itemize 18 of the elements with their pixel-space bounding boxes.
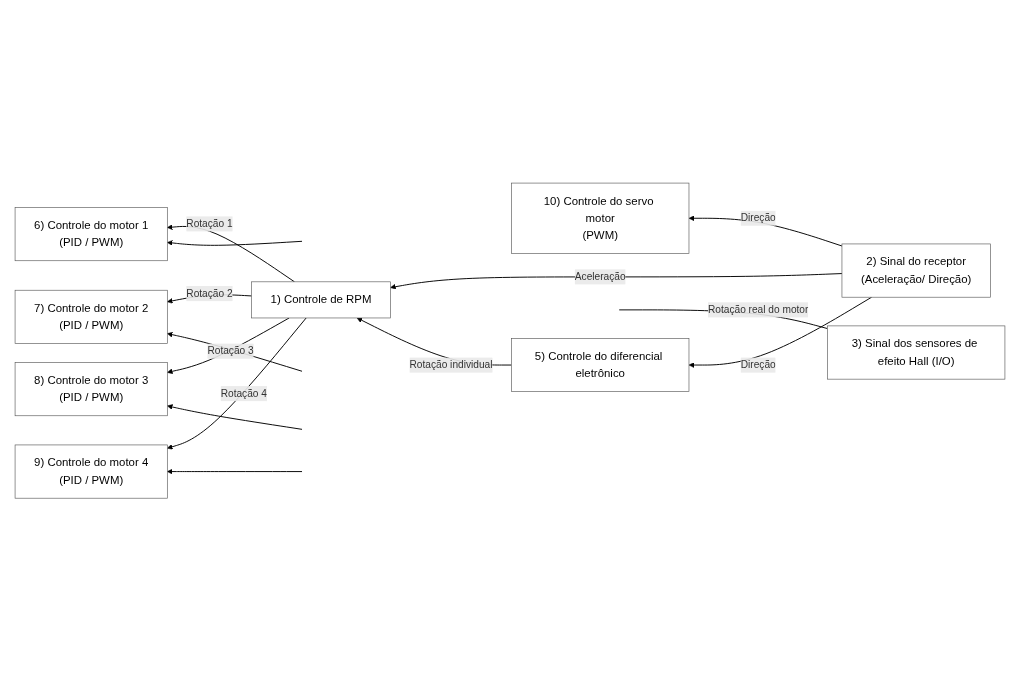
node-box: 10) Controle do servo motor (PWM) xyxy=(510,183,689,255)
edge-label: Direção xyxy=(740,359,776,371)
edge-label: Direção xyxy=(740,212,776,224)
node-box: 9) Controle do motor 4 (PID / PWM) xyxy=(14,444,168,499)
node-box: 8) Controle do motor 3 (PID / PWM) xyxy=(14,362,168,417)
edge-label: Rotação 3 xyxy=(206,345,254,357)
edge-label: Aceleração xyxy=(574,271,626,283)
edge-label: Rotação real do motor xyxy=(707,304,808,316)
node-box: 7) Controle do motor 2 (PID / PWM) xyxy=(14,290,168,345)
edge-label: Rotação 1 xyxy=(185,218,233,230)
edge-label: Rotação 2 xyxy=(185,288,233,299)
node-box: 6) Controle do motor 1 (PID / PWM) xyxy=(14,207,168,262)
node-box: 1) Controle de RPM xyxy=(250,281,391,319)
edge-label: Rotação 4 xyxy=(220,388,267,400)
edge-label: Rotação individual xyxy=(409,359,492,371)
node-box: 2) Sinal do receptor (Aceleração/ Direção) xyxy=(841,244,991,298)
node-box: 3) Sinal dos sensores de efeito Hall (I/O) xyxy=(826,325,1005,380)
node-box: 5) Controle do diferencial eletrônico xyxy=(510,338,689,393)
